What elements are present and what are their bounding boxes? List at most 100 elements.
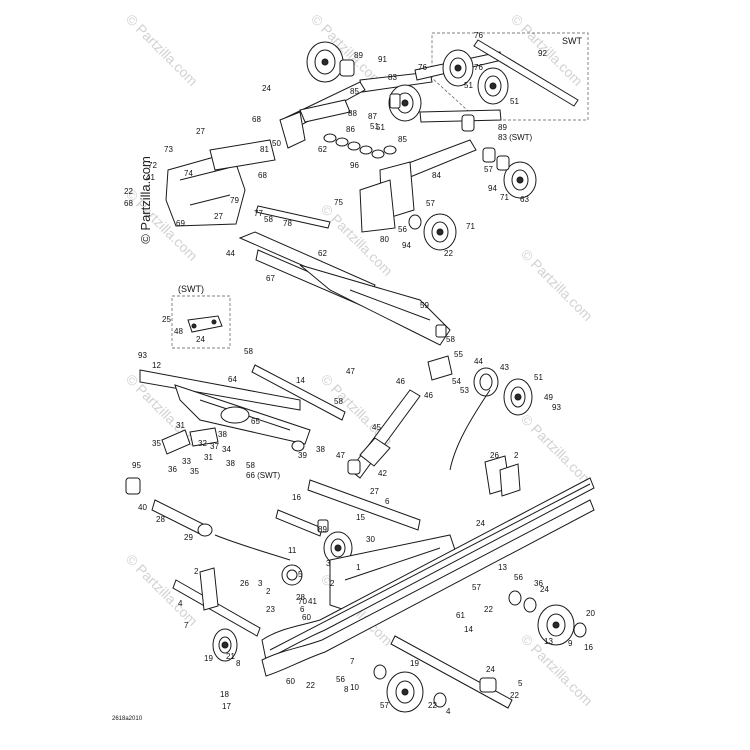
parts-layer <box>125 32 595 713</box>
part-callout: 39 <box>298 451 307 460</box>
part-callout: 68 <box>258 171 267 180</box>
part-callout: 13 <box>544 637 553 646</box>
swt-clip-48 <box>187 315 223 333</box>
part-callout: 2 <box>194 567 199 576</box>
part-callout: 9 <box>568 639 573 648</box>
part-callout: 2 <box>266 587 271 596</box>
shaft-40 <box>275 509 329 537</box>
part-callout: 38 <box>226 459 235 468</box>
part-callout: 68 <box>252 115 261 124</box>
rear-a-arm <box>139 364 346 445</box>
part-callout: 60 <box>302 613 311 622</box>
part-callout: 38 <box>218 430 227 439</box>
part-callout: 33 <box>182 457 191 466</box>
part-callout: 31 <box>204 453 213 462</box>
part-callout: 72 <box>148 161 157 170</box>
part-callout: 70 <box>298 597 307 606</box>
axle-tube-30 <box>151 499 291 561</box>
part-callout: 93 <box>552 403 561 412</box>
part-callout: 96 <box>350 161 359 170</box>
part-callout: 73 <box>164 145 173 154</box>
swt-box-top-title: SWT <box>562 36 582 46</box>
idler-wheel-51-mid <box>503 378 533 416</box>
swt-wheel-a <box>442 49 474 87</box>
part-callout: 41 <box>146 173 155 182</box>
part-callout: 28 <box>156 515 165 524</box>
part-callout: 15 <box>356 513 365 522</box>
rear-shock-absorber <box>347 389 421 479</box>
rear-cross-shaft <box>419 109 502 132</box>
part-callout: 38 <box>316 445 325 454</box>
part-callout: 53 <box>460 386 469 395</box>
part-callout: 4 <box>446 707 451 716</box>
spring-29 <box>281 564 303 586</box>
right-suspension-arm <box>359 139 477 233</box>
left-front-bracket <box>165 139 276 227</box>
part-callout: 55 <box>454 350 463 359</box>
part-callout: 51 <box>534 373 543 382</box>
part-callout: 26 <box>490 451 499 460</box>
part-callout: 19 <box>410 659 419 668</box>
part-callout: 24 <box>262 84 271 93</box>
front-pivot-bracket <box>307 479 456 611</box>
side-watermark: © Partzilla.com <box>138 156 153 244</box>
swt-box-left-frame <box>171 295 231 349</box>
part-callout: 6 <box>385 497 390 506</box>
idler-wheel-51-upper <box>388 84 422 122</box>
swt-box-left-number: 25 <box>162 315 171 324</box>
part-callout: 94 <box>402 241 411 250</box>
part-callout: 32 <box>198 439 207 448</box>
part-callout: 93 <box>138 351 147 360</box>
part-callout: 40 <box>138 503 147 512</box>
part-callout: 5 <box>518 679 523 688</box>
part-callout: 85 <box>398 135 407 144</box>
part-callout: 78 <box>283 219 292 228</box>
part-callout: 22 <box>444 249 453 258</box>
part-callout: 51 <box>376 123 385 132</box>
part-callout: 22 <box>306 681 315 690</box>
rear-small-brackets <box>125 427 305 495</box>
part-callout: 24 <box>540 585 549 594</box>
part-callout: 2 <box>514 451 519 460</box>
part-callout: 47 <box>346 367 355 376</box>
bracket-24-right <box>484 455 521 497</box>
part-callout: 11 <box>288 546 297 555</box>
part-callout: 20 <box>586 609 595 618</box>
part-callout: 88 <box>348 109 357 118</box>
part-callout: 24 <box>476 519 485 528</box>
part-callout: 23 <box>266 605 275 614</box>
idler-wheel-7-right <box>508 590 587 646</box>
part-callout: 85 <box>350 87 359 96</box>
part-callout: 56 <box>336 675 345 684</box>
part-callout: 86 <box>346 125 355 134</box>
part-callout: 87 <box>368 112 377 121</box>
part-callout: 3 <box>258 579 263 588</box>
front-shaft-77 <box>255 205 331 229</box>
part-callout: 67 <box>266 274 275 283</box>
swt-note: 58 <box>246 461 255 470</box>
part-callout: 57 <box>380 701 389 710</box>
part-callout: 21 <box>226 652 235 661</box>
part-callout: 27 <box>214 212 223 221</box>
part-callout: 59 <box>420 301 429 310</box>
part-callout: 57 <box>484 165 493 174</box>
part-callout: 45 <box>372 423 381 432</box>
part-callout: 91 <box>378 55 387 64</box>
part-callout: 14 <box>464 625 473 634</box>
swt-note: 89 <box>498 123 507 132</box>
part-callout: 27 <box>370 487 379 496</box>
part-callout: 51 <box>370 122 379 131</box>
bushing-stack <box>323 133 397 159</box>
part-callout: 71 <box>500 193 509 202</box>
part-callout: 58 <box>334 397 343 406</box>
part-callout: 63 <box>520 195 529 204</box>
part-callout: 56 <box>514 573 523 582</box>
part-callout: 81 <box>260 145 269 154</box>
part-callout: 58 <box>244 347 253 356</box>
part-callout: 95 <box>132 461 141 470</box>
front-arm-59 <box>238 231 451 346</box>
part-callout: 14 <box>296 376 305 385</box>
